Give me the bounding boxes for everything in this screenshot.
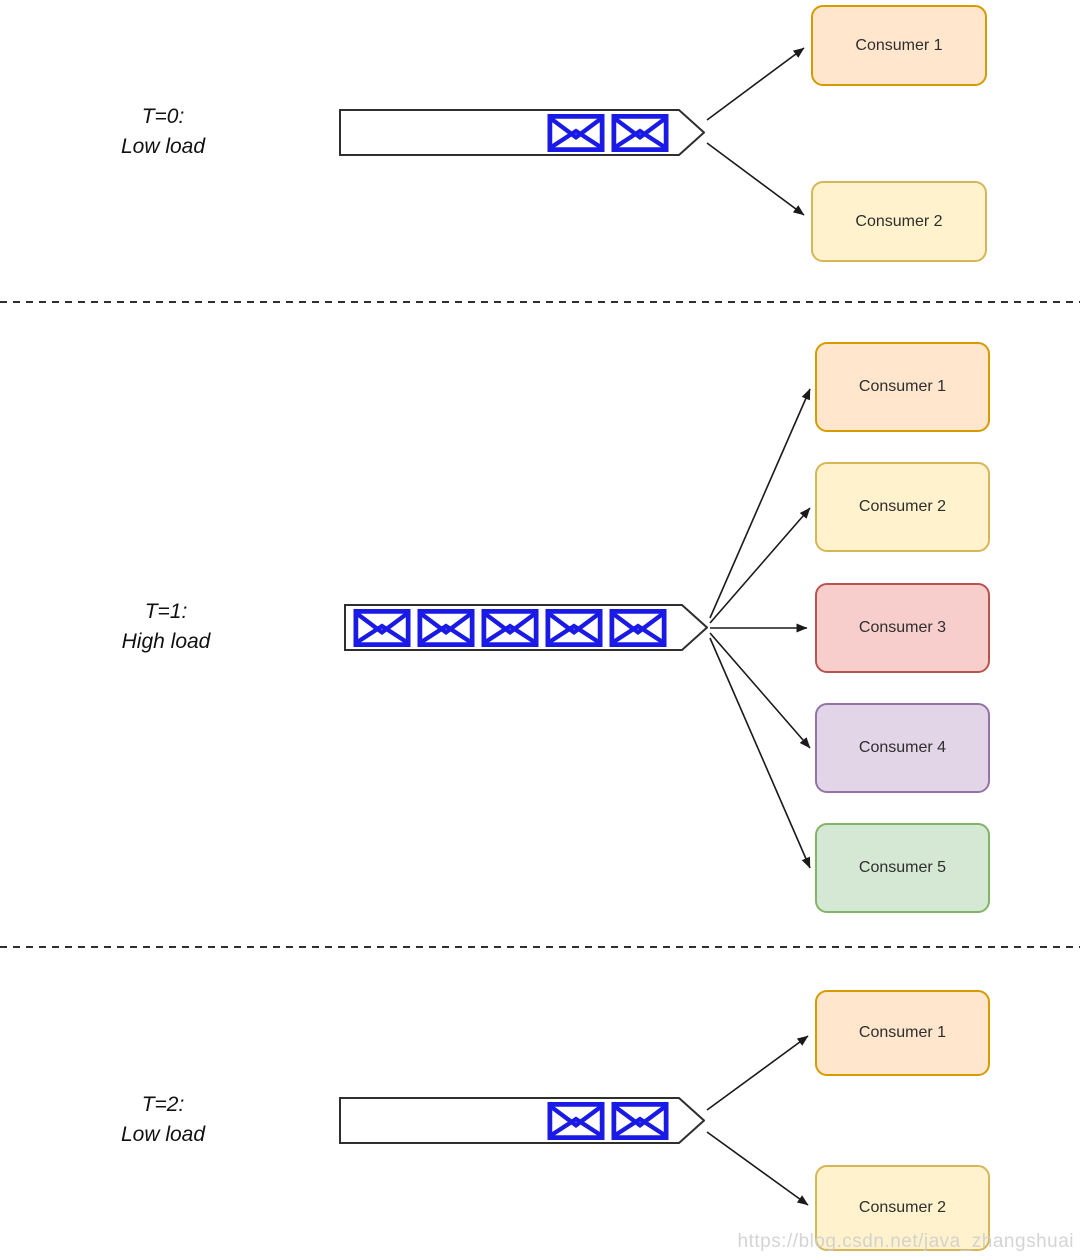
arrow-t0-consumer2 xyxy=(706,142,805,216)
consumer-box: Consumer 1 xyxy=(815,990,990,1076)
consumer-label: Consumer 2 xyxy=(858,498,947,515)
message-queue-t0 xyxy=(339,109,705,156)
consumer-box: Consumer 2 xyxy=(811,181,987,262)
time-value: T=2: xyxy=(141,1093,185,1116)
consumer-label: Consumer 2 xyxy=(858,1199,947,1216)
arrow-t1-consumer4 xyxy=(709,632,811,749)
consumer-box: Consumer 4 xyxy=(815,703,990,793)
arrow-t0-consumer1 xyxy=(706,47,805,121)
consumer-box: Consumer 2 xyxy=(815,1165,990,1251)
consumer-box: Consumer 2 xyxy=(815,462,990,552)
consumer-label: Consumer 3 xyxy=(858,619,947,636)
message-envelope-icon xyxy=(611,1101,669,1140)
consumer-box: Consumer 1 xyxy=(815,342,990,432)
consumer-box: Consumer 3 xyxy=(815,583,990,673)
consumer-label: Consumer 5 xyxy=(858,859,947,876)
consumer-box: Consumer 5 xyxy=(815,823,990,913)
queue-messages xyxy=(339,109,705,156)
message-envelope-icon xyxy=(481,608,539,647)
section-divider xyxy=(0,946,1080,948)
section-divider xyxy=(0,301,1080,303)
time-label-t1: T=1: High load xyxy=(61,597,271,657)
consumer-label: Consumer 1 xyxy=(858,378,947,395)
arrow-t1-consumer1 xyxy=(709,388,811,619)
queue-messages xyxy=(339,1097,705,1144)
message-envelope-icon xyxy=(611,113,669,152)
arrow-t1-consumer5 xyxy=(709,637,811,869)
message-envelope-icon xyxy=(547,113,605,152)
time-label-t0: T=0: Low load xyxy=(58,102,268,162)
load-value: Low load xyxy=(120,1123,206,1146)
load-value: High load xyxy=(121,630,211,653)
arrow-t2-consumer1 xyxy=(706,1035,809,1111)
arrow-t1-consumer2 xyxy=(709,507,811,624)
message-queue-t1 xyxy=(344,604,708,651)
consumer-label: Consumer 4 xyxy=(858,739,947,756)
message-envelope-icon xyxy=(547,1101,605,1140)
message-envelope-icon xyxy=(545,608,603,647)
consumer-label: Consumer 2 xyxy=(855,212,943,230)
time-value: T=0: xyxy=(141,105,185,128)
consumer-box: Consumer 1 xyxy=(811,5,987,86)
message-envelope-icon xyxy=(417,608,475,647)
message-envelope-icon xyxy=(609,608,667,647)
time-label-t2: T=2: Low load xyxy=(58,1090,268,1150)
message-queue-t2 xyxy=(339,1097,705,1144)
message-envelope-icon xyxy=(353,608,411,647)
arrow-t2-consumer2 xyxy=(706,1131,809,1206)
watermark-text: https://blog.csdn.net/java_zhangshuai xyxy=(737,1231,1074,1252)
consumer-label: Consumer 1 xyxy=(855,36,943,54)
consumer-label: Consumer 1 xyxy=(858,1024,947,1041)
queue-messages xyxy=(344,604,708,651)
load-value: Low load xyxy=(120,135,206,158)
time-value: T=1: xyxy=(144,600,188,623)
